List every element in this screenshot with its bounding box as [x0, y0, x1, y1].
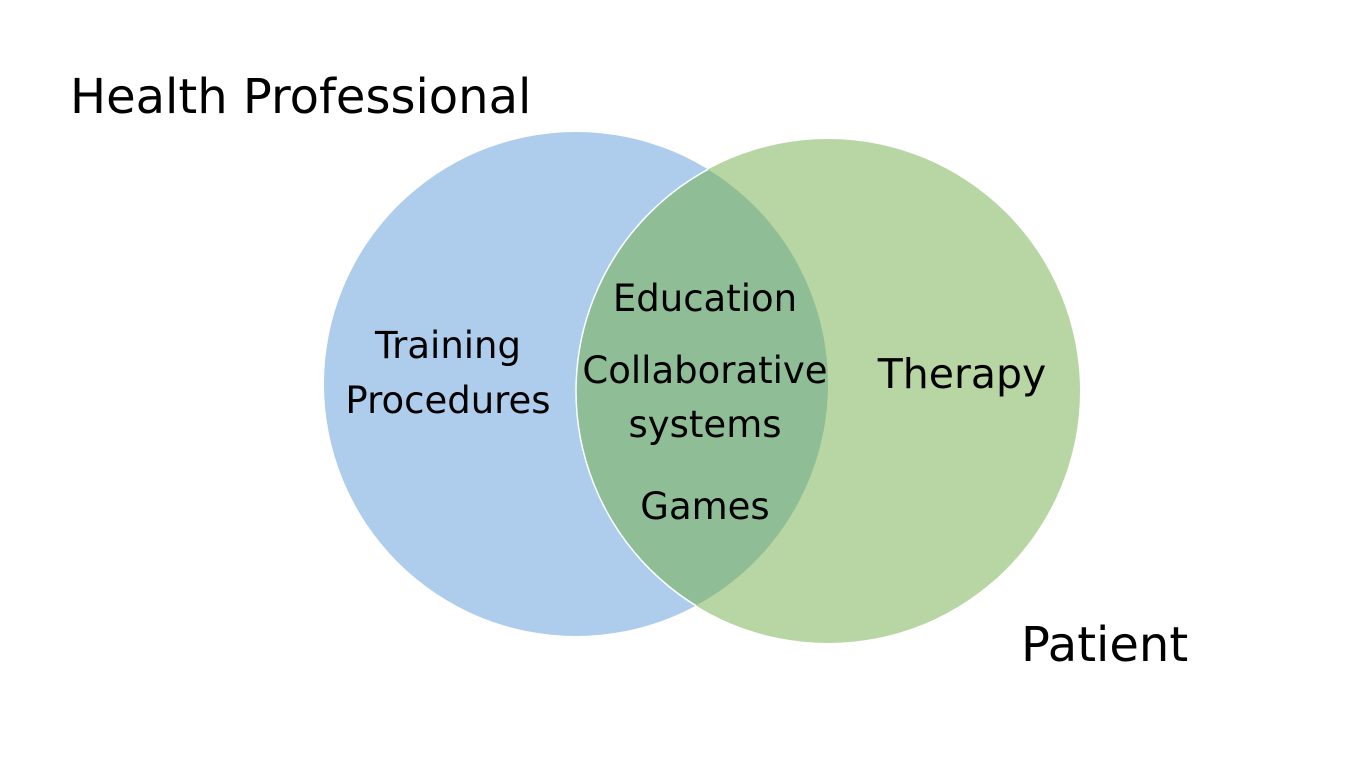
games-label: Games	[640, 485, 770, 528]
training-label: Training	[375, 324, 521, 367]
education-label: Education	[612, 277, 798, 320]
procedures-label: Procedures	[345, 379, 551, 422]
overlap-region	[576, 139, 828, 636]
collaborative-label: Collaborative	[582, 349, 828, 392]
therapy-label: Therapy	[877, 350, 1047, 398]
systems-label: systems	[628, 403, 782, 446]
patient-circle-outline	[575, 138, 828, 636]
health-professional-title: Health Professional	[70, 69, 532, 125]
patient-title: Patient	[1021, 617, 1189, 673]
